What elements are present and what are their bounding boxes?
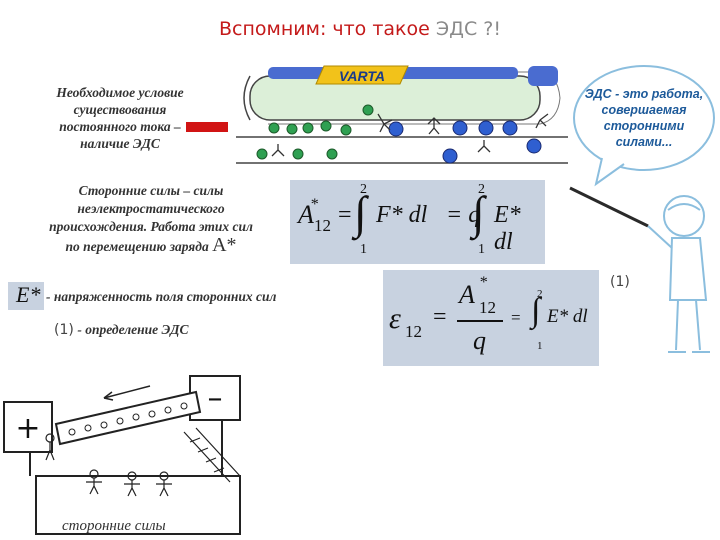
definition-num: (1)	[54, 322, 74, 338]
f1-lower2: 1	[478, 242, 485, 257]
f2-fraction-bar	[457, 320, 503, 322]
equation-number: (1)	[610, 274, 630, 290]
condition-line2: существования	[73, 102, 167, 117]
f2-lhs-sub: 12	[405, 322, 422, 341]
condition-note: Необходимое условие существования постоя…	[20, 84, 220, 152]
title-abbr: ЭДС ?!	[435, 18, 502, 40]
battery-illustration: VARTA	[228, 54, 580, 179]
f2-star: *	[479, 274, 487, 291]
page-title: Вспомним: что такое ЭДС ?!	[0, 18, 720, 40]
minus-sign: –	[208, 381, 223, 416]
f2-lower: 1	[537, 340, 543, 352]
f1-upper: 2	[360, 182, 367, 197]
speech-line4: силами...	[615, 135, 673, 149]
title-main: Вспомним: что такое	[218, 18, 436, 40]
definition-text: - определение ЭДС	[77, 322, 189, 337]
circuit-caption: сторонние силы	[62, 518, 166, 534]
f2-eq: =	[433, 304, 447, 330]
foreign-forces-note: Сторонние силы – силы неэлектростатическ…	[6, 182, 296, 256]
f2-num-sub: 12	[479, 298, 496, 317]
field-symbol: E*	[16, 282, 41, 307]
circuit-illustration: + –	[3, 375, 241, 535]
speech-line2: совершаемая	[601, 103, 687, 117]
f2-num: A	[459, 280, 475, 309]
battery-label: VARTA	[339, 68, 385, 84]
formula-emf: ε 12 = A * 12 q = 2 ∫ 1 E* dl	[383, 270, 599, 366]
speech-bubble-text: ЭДС - это работа, совершаемая сторонними…	[574, 86, 714, 150]
red-bar	[186, 122, 246, 132]
field-symbol-box: E*	[8, 282, 44, 310]
f1-integral: ∫	[354, 187, 367, 238]
speech-bubble-shape	[573, 65, 715, 187]
f1-mid: = q	[446, 202, 481, 228]
plus-sign: +	[15, 411, 40, 446]
field-note-text: - напряженность поля сторонних сил	[46, 289, 277, 304]
f1-eq: =	[338, 202, 352, 228]
foreign-line2: неэлектростатического	[77, 201, 225, 216]
definition-note: (1) - определение ЭДС	[54, 322, 189, 339]
foreign-line3: происхождения. Работа этих сил	[49, 219, 253, 234]
foreign-line1: Сторонние силы – силы	[78, 183, 224, 198]
f2-eq2: =	[511, 308, 521, 327]
work-symbol: A*	[212, 234, 237, 256]
f1-integrand2: E* dl	[494, 202, 521, 255]
f2-lhs: ε	[389, 302, 401, 335]
condition-line4: наличие ЭДС	[80, 136, 160, 151]
f2-integral: ∫	[531, 292, 541, 329]
teacher-figure	[569, 186, 710, 353]
speech-line3: сторонними	[603, 119, 685, 133]
speech-line1: ЭДС - это работа,	[584, 87, 704, 101]
f1-upper2: 2	[478, 182, 485, 197]
f1-lhs: A	[298, 200, 314, 229]
f2-integrand: E* dl	[547, 306, 588, 327]
formula-work: A * 12 = 2 ∫ 1 F* dl = q 2 ∫ 1 E* dl	[290, 180, 545, 264]
foreign-line4: по перемещению заряда	[65, 239, 209, 254]
f1-star: *	[310, 196, 318, 213]
f2-upper: 2	[537, 288, 543, 300]
f1-integral2: ∫	[472, 187, 485, 238]
f1-lhs-sub: 12	[314, 216, 331, 235]
condition-line1: Необходимое условие	[56, 85, 184, 100]
condition-line3: постоянного тока –	[59, 119, 181, 134]
f1-lower: 1	[360, 242, 367, 257]
f1-integrand1: F* dl	[376, 202, 428, 228]
f2-den: q	[473, 326, 486, 355]
